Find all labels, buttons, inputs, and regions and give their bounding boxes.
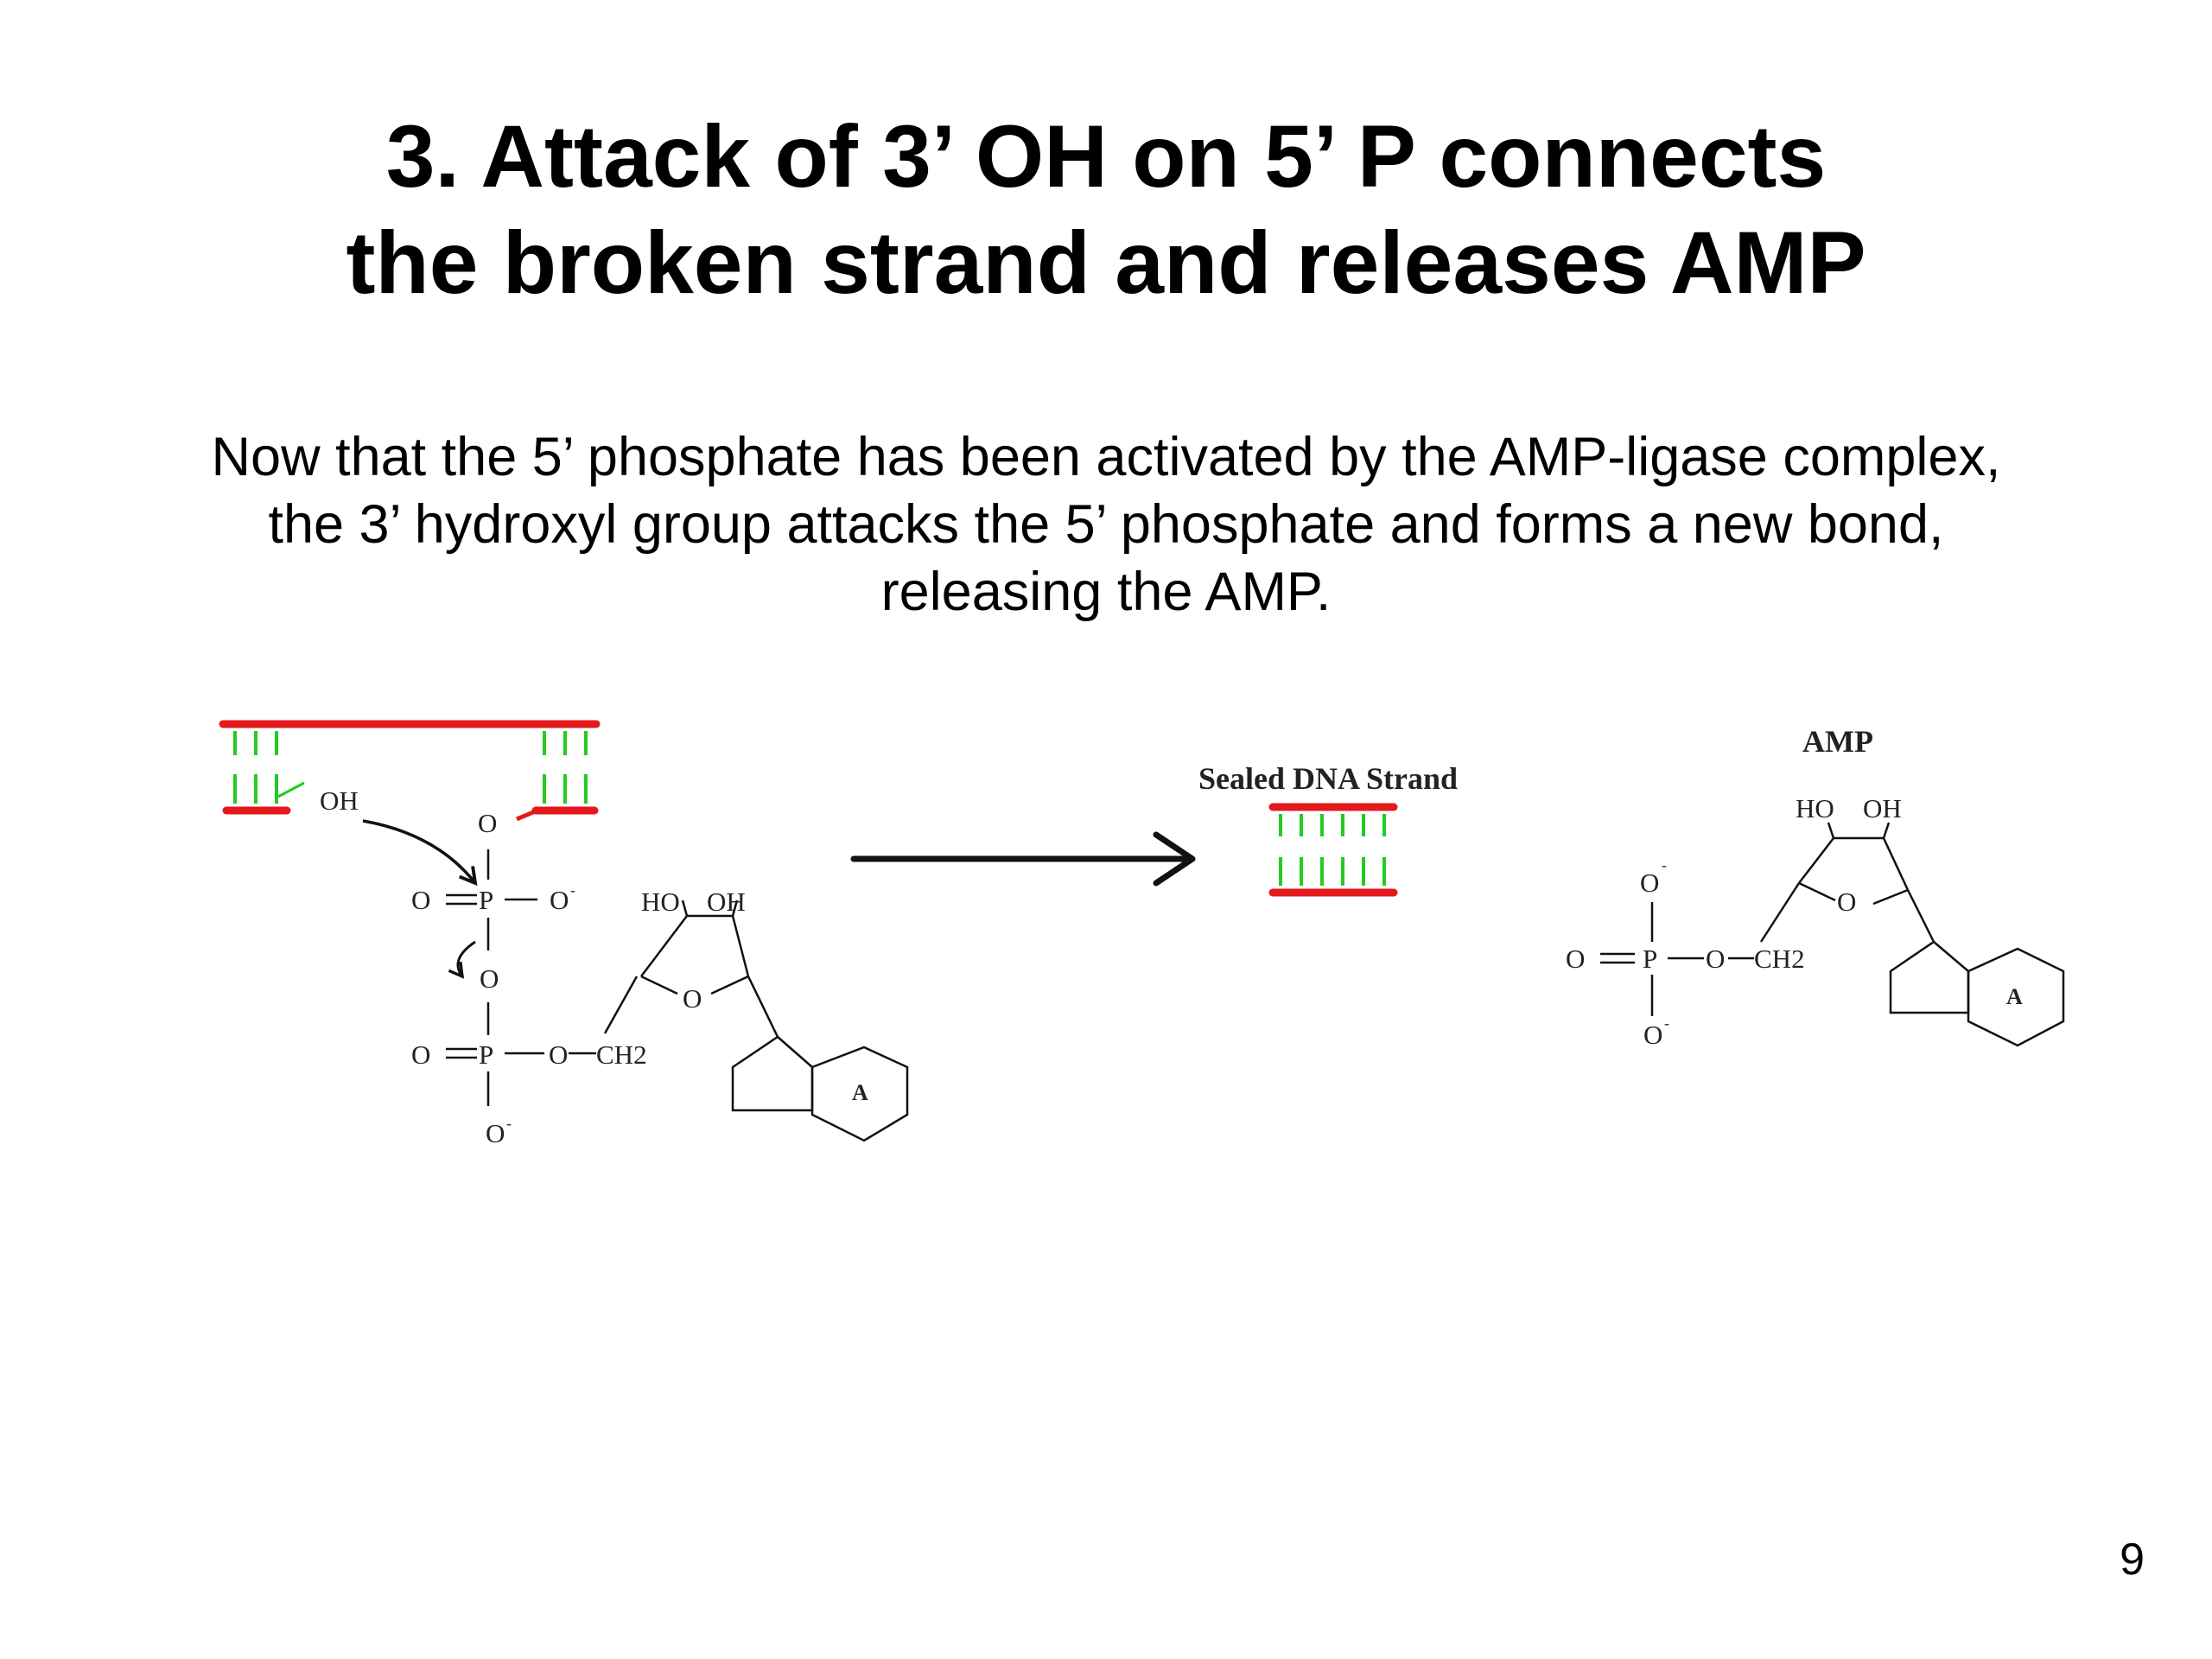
slide-body: Now that the 5’ phosphate has been activ… xyxy=(0,423,2212,626)
ribose-right xyxy=(1798,822,1936,943)
slide-title: 3. Attack of 3’ OH on 5’ P connects the … xyxy=(0,104,2212,316)
o-label: O xyxy=(480,963,499,994)
o-label: O xyxy=(411,885,430,915)
o-label: O xyxy=(549,1039,568,1070)
o-minus-label: O xyxy=(550,885,569,915)
strand-tail-right xyxy=(516,808,538,822)
oh-label: OH xyxy=(320,785,359,816)
activated-phosphate xyxy=(446,849,639,1106)
ch2-label: CH2 xyxy=(1754,944,1805,974)
ring-oxygen-label: O xyxy=(683,983,702,1014)
ribose-left xyxy=(640,899,779,1038)
o-label: O xyxy=(478,808,497,838)
title-line-1: 3. Attack of 3’ OH on 5’ P connects xyxy=(385,107,1827,206)
ch2-label: CH2 xyxy=(596,1039,647,1070)
sealed-strand-label: Sealed DNA Strand xyxy=(1198,761,1458,796)
ring-oxygen-label: O xyxy=(1837,887,1856,917)
o-label: O xyxy=(411,1039,430,1070)
oh-bond xyxy=(277,781,305,798)
base-rings-left xyxy=(731,1035,909,1142)
amp-label: AMP xyxy=(1802,724,1873,759)
reaction-arrow xyxy=(850,831,1196,887)
ho-label: HO xyxy=(641,887,680,917)
page-number: 9 xyxy=(2120,1535,2145,1585)
amp-labels: O - O P O CH2 O - HO OH O A xyxy=(1566,793,2023,1050)
phosphorus-label: P xyxy=(479,1039,493,1070)
o-minus-label: O xyxy=(1643,1020,1662,1050)
sealed-dna-strand xyxy=(1268,803,1398,897)
body-line-2: the 3’ hydroxyl group attacks the 5’ pho… xyxy=(268,494,1944,555)
ho-label: HO xyxy=(1796,793,1834,823)
base-rings-right xyxy=(1889,940,2065,1047)
body-line-1: Now that the 5’ phosphate has been activ… xyxy=(211,427,2001,487)
o-label: O xyxy=(1566,944,1585,974)
attack-arrow xyxy=(362,819,478,887)
charge-label: - xyxy=(1662,856,1667,874)
o-minus-label: O xyxy=(1640,868,1659,898)
phosphorus-label: P xyxy=(479,885,493,915)
phosphorus-label: P xyxy=(1643,944,1657,974)
o-minus-label: O xyxy=(486,1118,505,1148)
adenine-label: A xyxy=(2006,984,2023,1009)
charge-label: - xyxy=(570,881,575,899)
o-label: O xyxy=(1706,944,1725,974)
nicked-dna xyxy=(219,720,601,822)
adenine-label: A xyxy=(852,1080,868,1105)
leaving-arrow xyxy=(448,940,476,979)
charge-label: - xyxy=(1664,1014,1669,1032)
title-line-2: the broken strand and releases AMP xyxy=(346,213,1866,312)
oh-label: OH xyxy=(707,887,746,917)
charge-label: - xyxy=(506,1115,512,1132)
base-pairs-right xyxy=(543,731,588,804)
oh-label: OH xyxy=(1863,793,1902,823)
body-line-3: releasing the AMP. xyxy=(880,562,1332,622)
amp-phosphate xyxy=(1600,882,1801,1016)
left-labels: OH O O P O - O O P O CH2 O - HO OH O A xyxy=(320,785,868,1148)
base-pairs-left xyxy=(233,731,278,804)
